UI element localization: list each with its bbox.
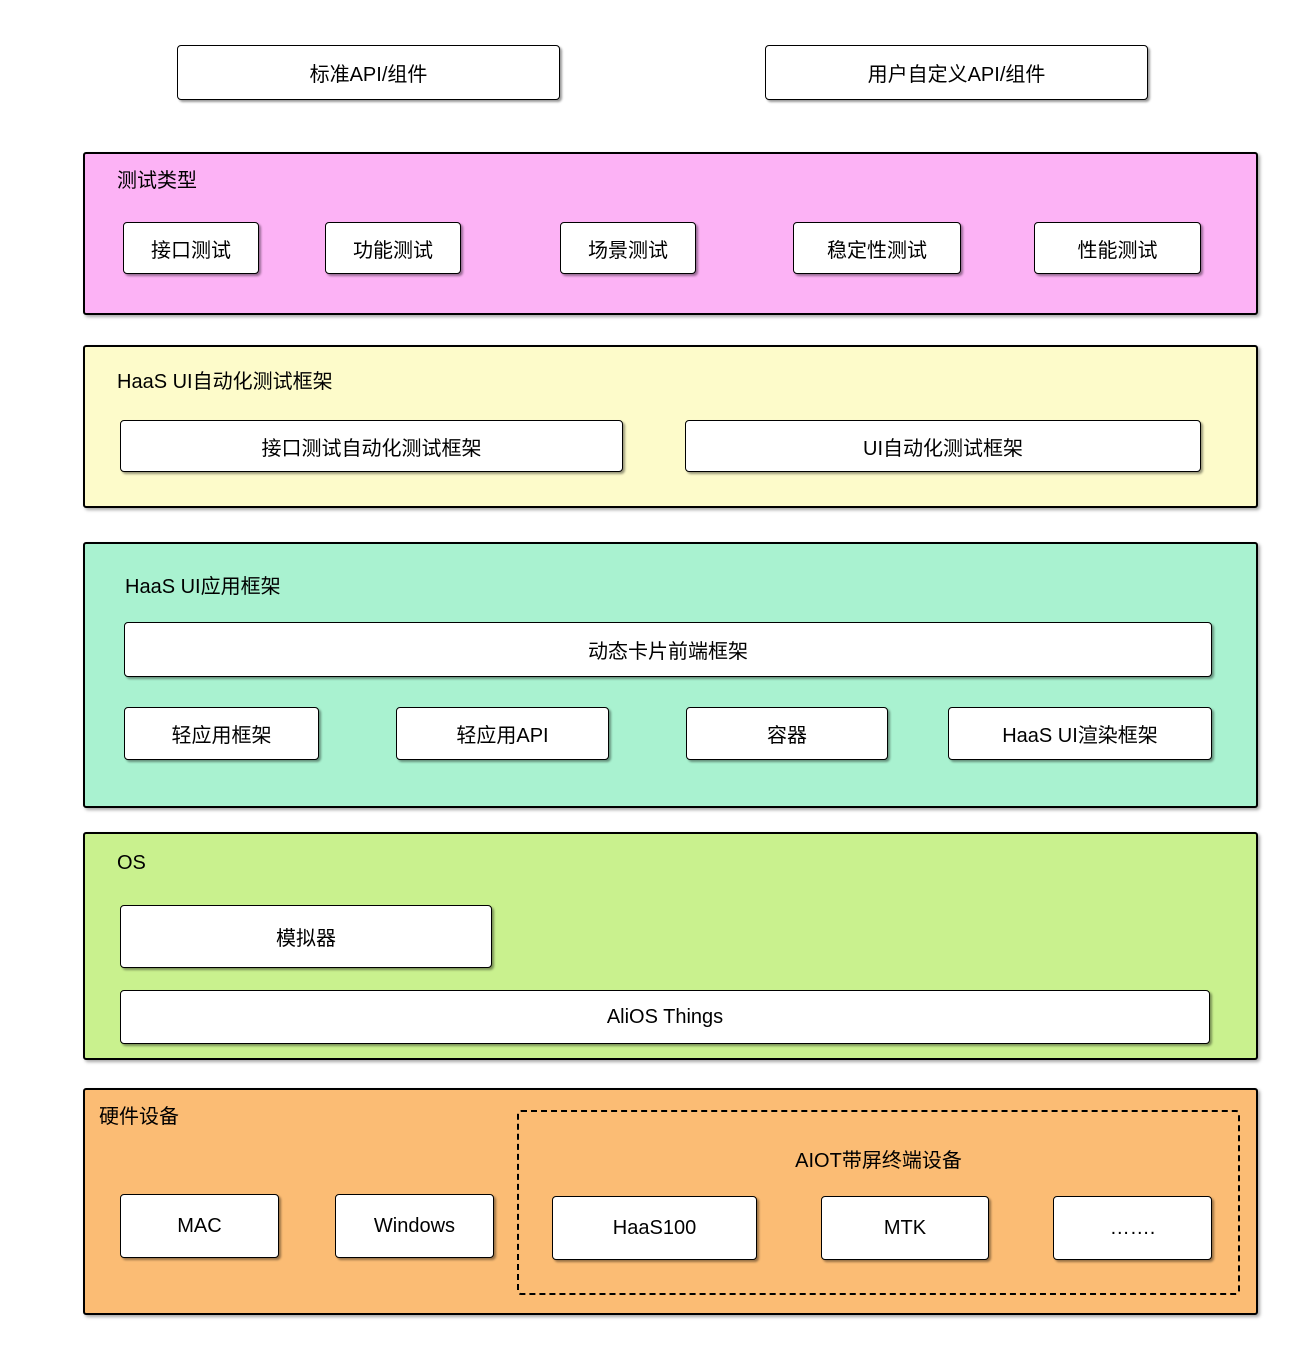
node-haas-ui-render-framework: HaaS UI渲染框架 <box>948 707 1212 760</box>
node-mtk: MTK <box>821 1196 989 1260</box>
section-hardware-title: 硬件设备 <box>99 1106 179 1128</box>
node-custom-api: 用户自定义API/组件 <box>765 45 1148 100</box>
node-performance-test: 性能测试 <box>1034 222 1201 274</box>
node-function-test: 功能测试 <box>325 222 461 274</box>
node-standard-api: 标准API/组件 <box>177 45 560 100</box>
section-automation-framework: HaaS UI自动化测试框架 接口测试自动化测试框架 UI自动化测试框架 <box>83 345 1258 508</box>
node-api-automation-framework: 接口测试自动化测试框架 <box>120 420 623 472</box>
node-scenario-test: 场景测试 <box>560 222 696 274</box>
section-test-types: 测试类型 接口测试 功能测试 场景测试 稳定性测试 性能测试 <box>83 152 1258 315</box>
node-light-app-framework: 轻应用框架 <box>124 707 319 760</box>
node-mac: MAC <box>120 1194 279 1258</box>
section-automation-framework-title: HaaS UI自动化测试框架 <box>117 371 333 393</box>
section-hardware: 硬件设备 MAC Windows AIOT带屏终端设备 HaaS100 MTK … <box>83 1088 1258 1315</box>
section-os-title: OS <box>117 852 146 874</box>
section-test-types-title: 测试类型 <box>117 170 197 192</box>
node-interface-test: 接口测试 <box>123 222 259 274</box>
node-stability-test: 稳定性测试 <box>793 222 961 274</box>
node-haas100: HaaS100 <box>552 1196 757 1260</box>
node-ui-automation-framework: UI自动化测试框架 <box>685 420 1201 472</box>
section-os: OS 模拟器 AliOS Things <box>83 832 1258 1060</box>
node-windows: Windows <box>335 1194 494 1258</box>
group-aiot-devices: AIOT带屏终端设备 HaaS100 MTK ……. <box>517 1110 1240 1295</box>
section-app-framework-title: HaaS UI应用框架 <box>125 576 281 598</box>
section-app-framework: HaaS UI应用框架 动态卡片前端框架 轻应用框架 轻应用API 容器 Haa… <box>83 542 1258 808</box>
node-more-devices: ……. <box>1053 1196 1212 1260</box>
group-aiot-devices-title: AIOT带屏终端设备 <box>795 1150 962 1172</box>
node-emulator: 模拟器 <box>120 905 492 968</box>
node-container: 容器 <box>686 707 888 760</box>
node-light-app-api: 轻应用API <box>396 707 609 760</box>
node-dynamic-card-frontend: 动态卡片前端框架 <box>124 622 1212 677</box>
node-alios-things: AliOS Things <box>120 990 1210 1044</box>
